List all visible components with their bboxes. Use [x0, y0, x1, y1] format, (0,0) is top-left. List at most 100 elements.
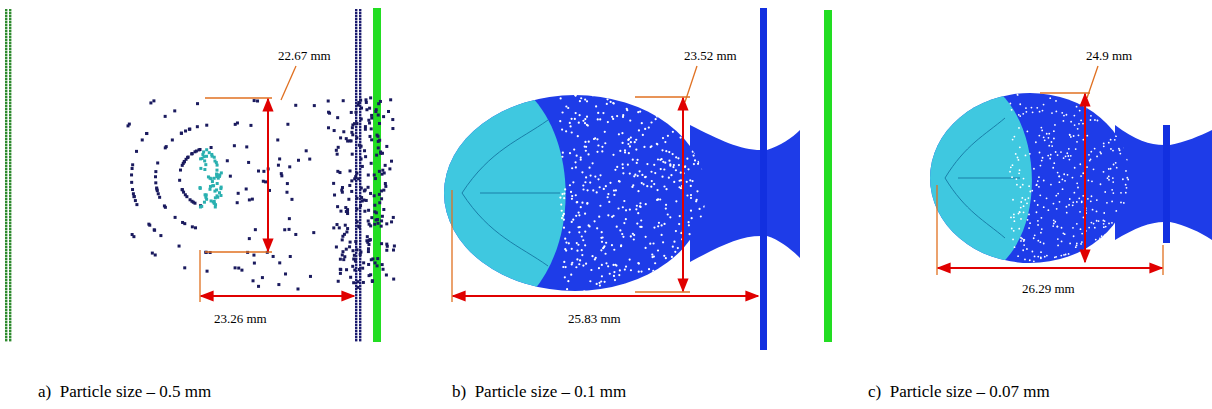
- wall-particle: [5, 243, 7, 245]
- speckle: [581, 171, 583, 173]
- particle: [187, 156, 190, 159]
- speckle: [1028, 197, 1030, 199]
- speckle: [701, 266, 703, 268]
- speckle: [676, 265, 678, 267]
- speckle: [1080, 228, 1082, 230]
- wall-particle: [9, 273, 11, 275]
- particle: [220, 186, 223, 189]
- speckle: [1096, 220, 1098, 222]
- speckle: [559, 120, 561, 122]
- wall-particle: [9, 27, 11, 29]
- wall-particle: [355, 147, 357, 149]
- speckle: [622, 167, 624, 169]
- wall-particle: [5, 297, 7, 299]
- wall-particle: [355, 72, 357, 74]
- speckle: [611, 244, 613, 246]
- speckle: [1073, 115, 1075, 117]
- wall-particle: [5, 78, 7, 80]
- speckle: [598, 267, 600, 269]
- particle: [164, 146, 167, 149]
- wall-particle: [355, 315, 357, 317]
- speckle: [1124, 93, 1126, 95]
- particle: [178, 179, 181, 182]
- wall-particle: [9, 285, 11, 287]
- particle: [335, 245, 338, 248]
- particle: [338, 171, 341, 174]
- speckle: [1029, 191, 1031, 193]
- particle: [364, 125, 367, 128]
- particle: [362, 261, 365, 264]
- speckle: [572, 181, 574, 183]
- speckle: [679, 215, 681, 217]
- particle: [354, 240, 357, 243]
- particle: [349, 241, 352, 244]
- particle: [285, 191, 288, 194]
- speckle: [1111, 200, 1113, 202]
- wall-particle: [355, 159, 357, 161]
- particle: [359, 253, 362, 256]
- particle: [204, 193, 207, 196]
- wall-particle: [355, 243, 357, 245]
- particle: [336, 153, 339, 156]
- particle: [131, 167, 134, 170]
- particle: [360, 117, 363, 120]
- particle: [350, 190, 353, 193]
- speckle: [1074, 124, 1076, 126]
- wall-particle: [9, 336, 11, 338]
- wall-particle: [359, 15, 361, 17]
- speckle: [702, 159, 704, 161]
- dimension-arrow: [1084, 94, 1086, 262]
- speckle: [1087, 102, 1089, 104]
- speckle: [1124, 115, 1126, 117]
- speckle: [1019, 146, 1021, 148]
- particle: [392, 278, 395, 281]
- speckle: [613, 271, 615, 273]
- particle: [360, 157, 363, 160]
- speckle: [1018, 114, 1020, 116]
- speckle: [1028, 227, 1030, 229]
- speckle: [602, 247, 604, 249]
- wall-particle: [355, 129, 357, 131]
- particle: [262, 170, 265, 173]
- particle: [195, 150, 198, 153]
- speckle: [575, 112, 577, 114]
- particle: [341, 253, 344, 256]
- wall-particle: [9, 57, 11, 59]
- wall-particle: [359, 306, 361, 308]
- speckle: [1082, 172, 1084, 174]
- speckle: [1105, 251, 1107, 253]
- speckle: [574, 118, 576, 120]
- speckle: [1102, 220, 1104, 222]
- particle: [348, 184, 351, 187]
- speckle: [1095, 239, 1097, 241]
- speckle: [1069, 243, 1071, 245]
- speckle: [604, 131, 606, 133]
- wall-particle: [5, 171, 7, 173]
- speckle: [1057, 244, 1059, 246]
- wall-particle: [9, 15, 11, 17]
- speckle: [1096, 259, 1098, 261]
- particle: [359, 204, 362, 207]
- speckle: [678, 180, 680, 182]
- wall-particle: [9, 174, 11, 176]
- speckle: [1044, 256, 1046, 258]
- speckle: [653, 226, 655, 228]
- speckle: [694, 280, 696, 282]
- speckle: [597, 144, 599, 146]
- speckle: [1079, 211, 1081, 213]
- speckle: [585, 150, 587, 152]
- speckle: [1090, 151, 1092, 153]
- speckle: [587, 153, 589, 155]
- particle: [164, 115, 167, 118]
- speckle: [686, 181, 688, 183]
- speckle: [694, 261, 696, 263]
- speckle: [579, 100, 581, 102]
- speckle: [565, 249, 567, 251]
- speckle: [597, 178, 599, 180]
- speckle: [636, 159, 638, 161]
- speckle: [619, 150, 621, 152]
- speckle: [581, 249, 583, 251]
- dimension-label: 23.26 mm: [212, 311, 269, 327]
- speckle: [1068, 204, 1070, 206]
- particle: [377, 222, 380, 225]
